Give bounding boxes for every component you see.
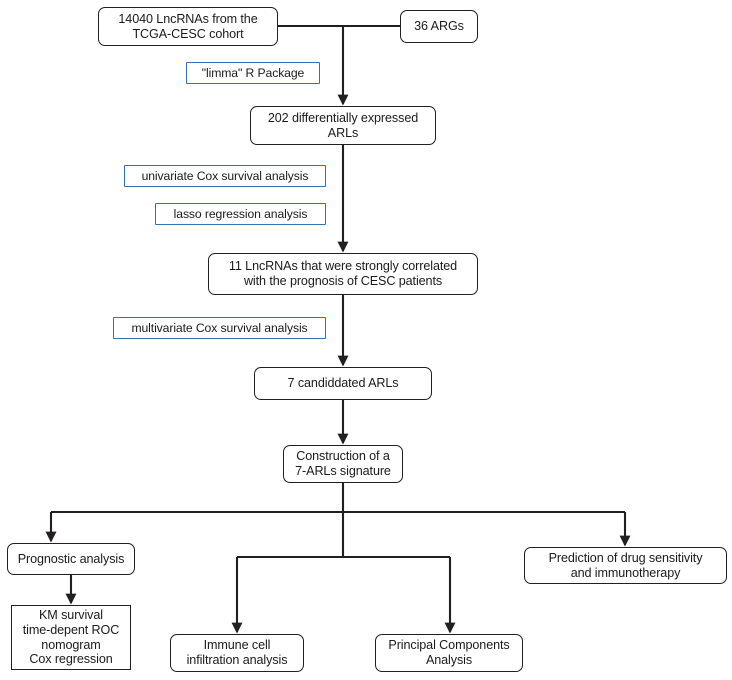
node-multivariate-cox-method: multivariate Cox survival analysis <box>113 317 326 339</box>
node-differentially-expressed-arls: 202 differentially expressed ARLs <box>250 106 436 145</box>
node-correlated-lncrnas: 11 LncRNAs that were strongly correlated… <box>208 253 478 295</box>
node-principal-components-analysis: Principal Components Analysis <box>375 634 523 672</box>
node-args-input: 36 ARGs <box>400 10 478 43</box>
node-limma-method: "limma" R Package <box>186 62 320 84</box>
node-lasso-regression-method: lasso regression analysis <box>155 203 326 225</box>
node-signature-construction: Construction of a 7-ARLs signature <box>283 445 403 483</box>
node-drug-prediction: Prediction of drug sensitivity and immun… <box>524 547 727 584</box>
node-prognostic-analysis: Prognostic analysis <box>7 543 135 575</box>
node-prognostic-details: KM survival time-depent ROC nomogram Cox… <box>11 605 131 670</box>
node-univariate-cox-method: univariate Cox survival analysis <box>124 165 326 187</box>
node-immune-infiltration: Immune cell infiltration analysis <box>170 634 304 672</box>
node-lncrnas-input: 14040 LncRNAs from the TCGA-CESC cohort <box>98 7 278 46</box>
node-candidate-arls: 7 candiddated ARLs <box>254 367 432 400</box>
